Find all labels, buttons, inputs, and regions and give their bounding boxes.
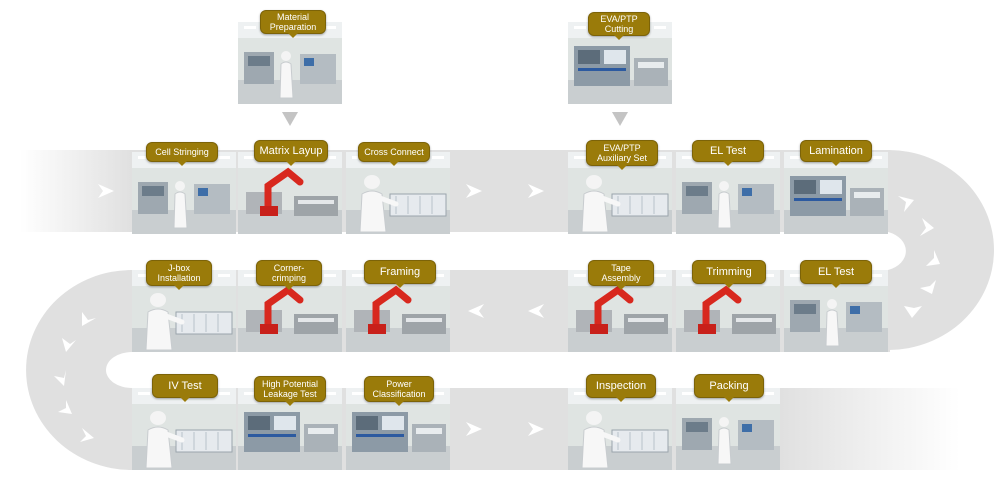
step-label: EL Test xyxy=(800,260,872,284)
step-label: Lamination xyxy=(800,140,872,162)
step-label: Trimming xyxy=(692,260,766,284)
step-label: EVA/PTP Cutting xyxy=(588,12,650,36)
step-label: Cell Stringing xyxy=(146,142,218,162)
step-label: EVA/PTP Auxiliary Set xyxy=(586,140,658,166)
step-label: Matrix Layup xyxy=(254,140,328,162)
step-label: Tape Assembly xyxy=(588,260,654,286)
step-label: High Potential Leakage Test xyxy=(254,376,326,402)
down-arrow-material xyxy=(282,112,298,126)
step-label: IV Test xyxy=(152,374,218,398)
track-end xyxy=(780,388,960,470)
step-label: Packing xyxy=(694,374,764,398)
track-start xyxy=(20,150,132,232)
step-label: J-box Installation xyxy=(146,260,212,286)
step-label: Inspection xyxy=(586,374,656,398)
step-label: Corner- crimping xyxy=(256,260,322,286)
track-curve-right xyxy=(888,150,994,350)
step-label: EL Test xyxy=(692,140,764,162)
step-label: Material Preparation xyxy=(260,10,326,34)
down-arrow-eva-cutting xyxy=(612,112,628,126)
track-curve-left xyxy=(26,270,132,470)
step-label: Power Classification xyxy=(364,376,434,402)
step-label: Framing xyxy=(364,260,436,284)
step-label: Cross Connect xyxy=(358,142,430,162)
